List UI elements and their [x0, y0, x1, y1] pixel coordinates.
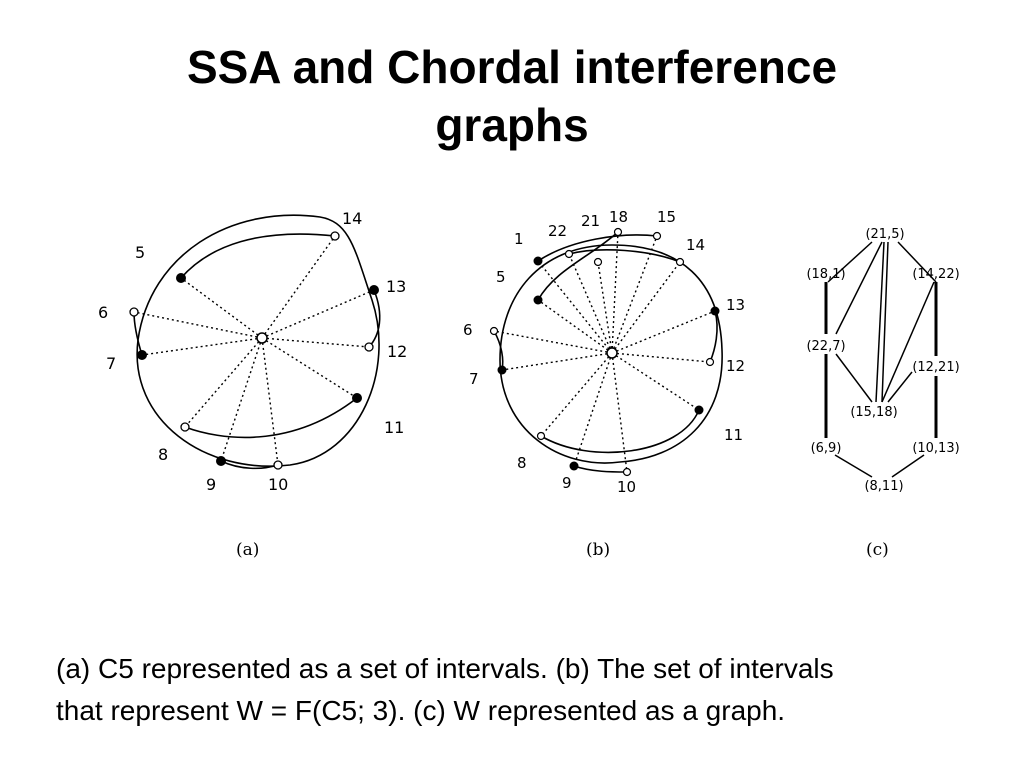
point-b-22 [564, 249, 574, 259]
label-b-12: 12 [726, 357, 745, 375]
node-18-1: (18,1) [806, 267, 845, 282]
point-b-14 [675, 257, 685, 267]
point-b-11 [694, 405, 704, 415]
figure-b: 22 21 18 15 1 14 5 13 6 12 7 11 8 9 10 (… [463, 208, 745, 560]
label-b-14: 14 [686, 236, 705, 254]
label-a-9: 9 [206, 475, 216, 494]
label-a-8: 8 [158, 445, 168, 464]
node-10-13: (10,13) [912, 441, 959, 456]
point-b-15 [652, 231, 662, 241]
label-a-11: 11 [384, 418, 404, 437]
interval-b-5-18 [537, 231, 619, 301]
caption-line-2: that represent W = F(C5; 3). (c) W repre… [56, 695, 786, 726]
point-a-8 [180, 422, 190, 432]
point-a-13 [369, 285, 379, 295]
title-line-1: SSA and Chordal interference [186, 41, 838, 93]
point-a-5 [176, 273, 186, 283]
point-a-10 [273, 460, 283, 470]
label-b-15: 15 [657, 208, 676, 226]
panel-label-a: (a) [236, 540, 259, 560]
point-b-21 [593, 257, 603, 267]
point-b-7 [497, 365, 507, 375]
label-a-6: 6 [98, 303, 108, 322]
interval-b-9-10 [573, 465, 628, 473]
interval-b-22-14 [568, 249, 681, 263]
point-b-10 [622, 467, 632, 477]
title-line-2: graphs [435, 99, 589, 151]
label-b-1: 1 [514, 230, 524, 248]
node-12-21: (12,21) [912, 360, 959, 375]
point-b-9 [569, 461, 579, 471]
rays-b [493, 231, 716, 473]
rays-a [133, 235, 375, 466]
interval-b-1-15 [537, 234, 658, 262]
interval-b-13-12 [709, 310, 718, 363]
label-a-10: 10 [268, 475, 288, 494]
graph-edges [824, 241, 938, 478]
node-22-7: (22,7) [806, 339, 845, 354]
point-b-5 [533, 295, 543, 305]
center-b [606, 347, 618, 359]
point-a-12 [364, 342, 374, 352]
interval-a-5-14 [180, 233, 336, 279]
point-b-12 [705, 357, 715, 367]
label-b-11: 11 [724, 426, 743, 444]
label-b-9: 9 [562, 474, 572, 492]
label-b-18: 18 [609, 208, 628, 226]
label-b-21: 21 [581, 212, 600, 230]
label-a-7: 7 [106, 354, 116, 373]
slide-title: SSA and Chordal interference graphs [0, 38, 1024, 154]
point-a-7 [137, 350, 147, 360]
label-a-13: 13 [386, 277, 406, 296]
label-a-5: 5 [135, 243, 145, 262]
node-21-5: (21,5) [865, 227, 904, 242]
label-b-8: 8 [517, 454, 527, 472]
point-a-6 [129, 307, 139, 317]
figure-c: (21,5) (18,1) (14,22) (22,7) (12,21) (15… [806, 227, 959, 560]
panel-label-c: (c) [866, 540, 889, 560]
label-b-6: 6 [463, 321, 473, 339]
label-b-7: 7 [469, 370, 479, 388]
label-b-13: 13 [726, 296, 745, 314]
point-b-18 [613, 227, 623, 237]
panel-label-b: (b) [586, 540, 610, 560]
point-a-14 [330, 231, 340, 241]
node-8-11: (8,11) [864, 479, 903, 494]
label-b-10: 10 [617, 478, 636, 496]
label-b-22: 22 [548, 222, 567, 240]
figure-caption: (a) C5 represented as a set of intervals… [56, 648, 1016, 732]
label-a-14: 14 [342, 209, 362, 228]
caption-line-1: (a) C5 represented as a set of intervals… [56, 653, 834, 684]
point-a-11 [352, 393, 362, 403]
interval-a-13-12 [368, 289, 381, 348]
point-a-9 [216, 456, 226, 466]
circle-b [499, 244, 723, 464]
point-b-6 [489, 326, 499, 336]
figure-a: 14 5 13 6 12 7 11 8 9 10 (a) [98, 209, 407, 560]
center-a [256, 332, 268, 344]
node-14-22: (14,22) [912, 267, 959, 282]
node-15-18: (15,18) [850, 405, 897, 420]
point-b-1 [533, 256, 543, 266]
interval-a-8-11 [184, 397, 358, 439]
circle-a [136, 214, 380, 467]
point-b-8 [536, 431, 546, 441]
label-a-12: 12 [387, 342, 407, 361]
point-b-13 [710, 306, 720, 316]
node-6-9: (6,9) [811, 441, 842, 456]
label-b-5: 5 [496, 268, 506, 286]
interval-b-8-11 [540, 409, 700, 454]
